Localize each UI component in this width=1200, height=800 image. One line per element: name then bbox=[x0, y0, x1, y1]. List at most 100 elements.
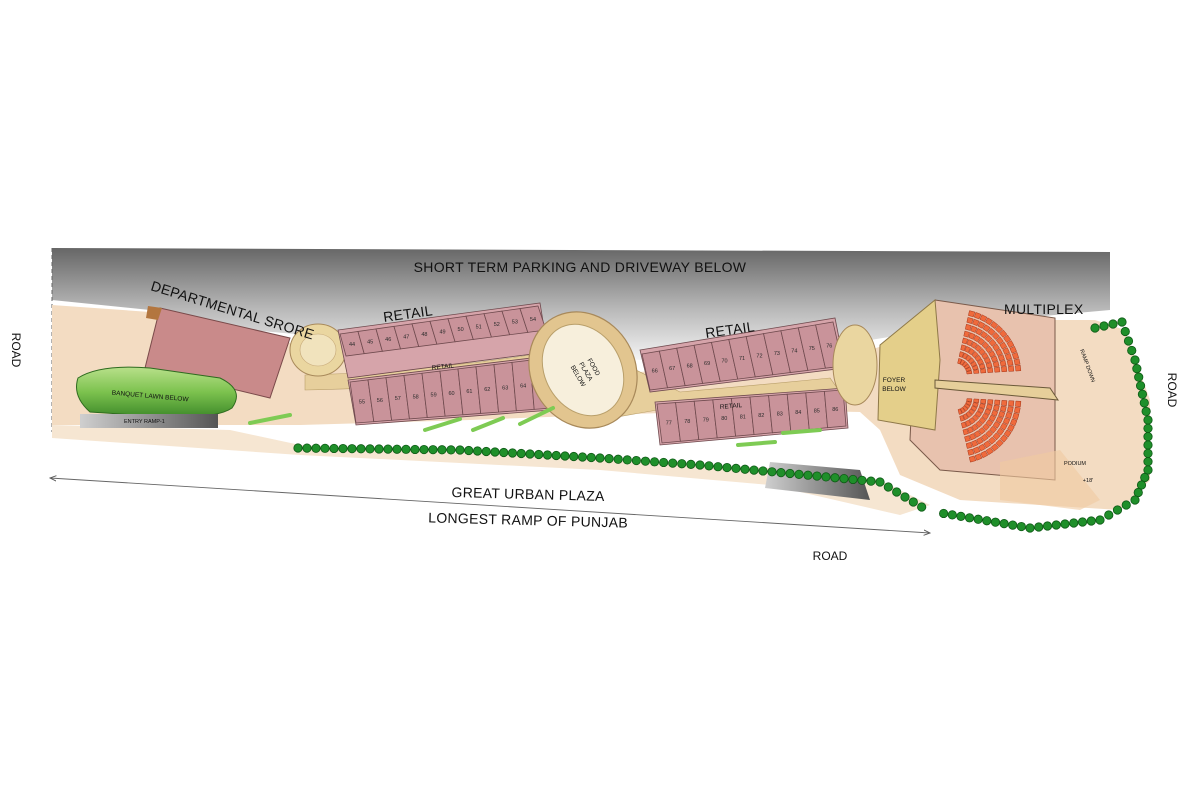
seat-block bbox=[978, 443, 986, 452]
seat-block bbox=[965, 442, 973, 449]
seat-block bbox=[999, 341, 1008, 350]
tree bbox=[1112, 505, 1123, 515]
tree bbox=[659, 457, 669, 468]
seat-block bbox=[961, 421, 967, 429]
tree bbox=[794, 469, 804, 479]
seat-block bbox=[1006, 340, 1015, 348]
seat-block bbox=[970, 325, 978, 333]
seat-block bbox=[972, 414, 980, 422]
tree bbox=[973, 514, 983, 524]
seat-block bbox=[967, 448, 975, 456]
tree bbox=[1095, 515, 1105, 525]
seat-block bbox=[985, 430, 994, 438]
tree bbox=[534, 449, 544, 460]
shop-number: 51 bbox=[476, 325, 482, 331]
tree bbox=[1141, 406, 1151, 417]
shop-number: 67 bbox=[669, 366, 675, 372]
seat-block bbox=[973, 369, 980, 374]
shop-number: 52 bbox=[494, 322, 500, 328]
seat-block bbox=[972, 318, 980, 327]
left-circular-court-inner bbox=[299, 333, 337, 367]
seat-block bbox=[964, 403, 971, 409]
seat-block bbox=[968, 455, 977, 463]
seat-block bbox=[970, 341, 978, 349]
tree bbox=[740, 464, 750, 474]
shop-unit bbox=[823, 389, 847, 429]
seat-block bbox=[977, 337, 986, 346]
seat-block bbox=[968, 310, 976, 318]
tree bbox=[640, 456, 651, 466]
tree bbox=[507, 448, 518, 458]
seat-block bbox=[958, 351, 965, 358]
tree bbox=[776, 468, 786, 478]
seat-block bbox=[1011, 352, 1020, 360]
tree bbox=[1120, 326, 1130, 337]
seat-block bbox=[1015, 400, 1022, 408]
seat-block bbox=[988, 338, 997, 347]
ramp-length-arrow bbox=[50, 478, 930, 533]
shop-number: 75 bbox=[809, 346, 815, 352]
tree bbox=[1133, 487, 1143, 498]
shop-number: 46 bbox=[385, 337, 391, 343]
tree bbox=[365, 444, 375, 454]
shop-number: 86 bbox=[832, 407, 838, 413]
shop-number: 59 bbox=[431, 393, 437, 399]
seat-block bbox=[999, 329, 1008, 338]
seat-block bbox=[966, 398, 973, 403]
seat-block bbox=[975, 327, 983, 336]
tree bbox=[1140, 472, 1150, 483]
tree bbox=[686, 459, 696, 469]
shop-number: 64 bbox=[520, 384, 526, 390]
seat-block bbox=[966, 339, 974, 347]
seat-block bbox=[977, 321, 986, 329]
seat-block bbox=[962, 405, 969, 412]
tree bbox=[939, 508, 949, 519]
seat-block bbox=[995, 416, 1004, 424]
seat-block bbox=[992, 343, 1000, 352]
tree bbox=[356, 444, 366, 454]
tree bbox=[631, 455, 641, 466]
seat-block bbox=[1001, 400, 1008, 407]
seat-block bbox=[988, 350, 996, 358]
multiplex-building bbox=[877, 299, 1100, 510]
tree bbox=[947, 510, 957, 520]
tree bbox=[839, 473, 849, 484]
seat-block bbox=[982, 423, 990, 431]
tree bbox=[1143, 432, 1153, 442]
tree bbox=[1090, 323, 1100, 333]
podium-level-label: +18' bbox=[1083, 478, 1093, 484]
road-right-label: ROAD bbox=[1165, 373, 1179, 408]
seat-block bbox=[968, 332, 976, 340]
tree bbox=[481, 446, 491, 457]
seat-block bbox=[1003, 429, 1012, 438]
shop-number: 60 bbox=[448, 391, 454, 397]
longest-ramp-label: LONGEST RAMP OF PUNJAB bbox=[428, 509, 628, 530]
seat-block bbox=[985, 317, 993, 326]
seat-block bbox=[974, 453, 983, 461]
shop-number: 68 bbox=[687, 364, 693, 370]
parking-label: SHORT TERM PARKING AND DRIVEWAY BELOW bbox=[414, 259, 747, 275]
seat-block bbox=[989, 425, 998, 434]
tree bbox=[830, 473, 840, 483]
tree bbox=[293, 443, 303, 453]
seat-block bbox=[994, 325, 1003, 334]
seat-block bbox=[990, 320, 999, 329]
departmental-store-annex bbox=[146, 306, 162, 320]
seat-block bbox=[972, 402, 979, 408]
shop-number: 44 bbox=[349, 342, 355, 348]
tree bbox=[604, 454, 614, 464]
seat-block bbox=[964, 435, 971, 443]
tree bbox=[490, 447, 500, 457]
tree bbox=[803, 470, 813, 480]
tree bbox=[499, 447, 509, 458]
tree bbox=[1051, 520, 1061, 530]
seat-block bbox=[980, 399, 987, 405]
shop-number: 76 bbox=[826, 343, 832, 349]
seat-block bbox=[993, 404, 1000, 412]
tree bbox=[1134, 372, 1144, 382]
podium-area bbox=[1000, 450, 1100, 510]
tree bbox=[1143, 440, 1153, 450]
seat-block bbox=[977, 358, 984, 366]
shop-number: 48 bbox=[421, 332, 427, 338]
tree bbox=[731, 463, 741, 473]
